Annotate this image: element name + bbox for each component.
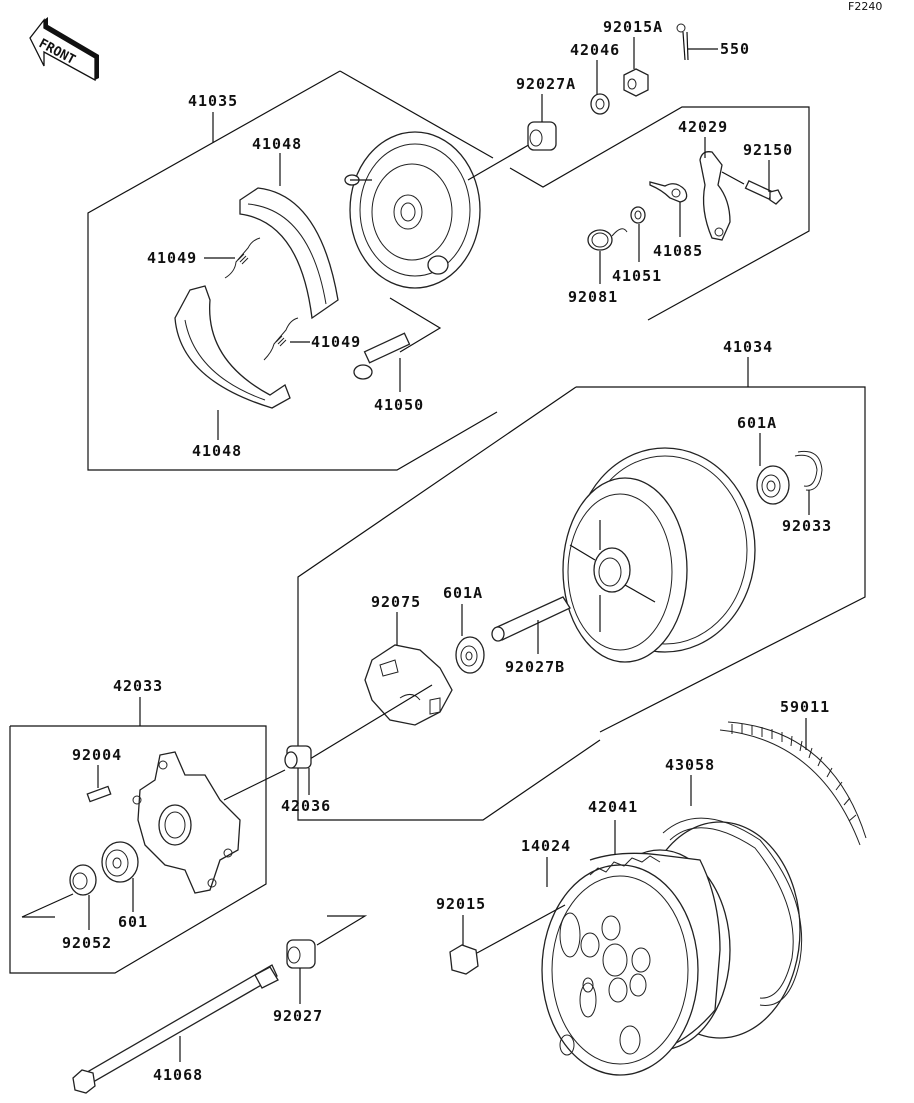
group-outline-42033	[9, 697, 267, 974]
label-601: 601	[118, 913, 148, 931]
label-41049-upper: 41049	[147, 249, 197, 267]
label-41085: 41085	[653, 242, 703, 260]
label-43058: 43058	[665, 756, 715, 774]
collar-92027	[286, 915, 368, 1004]
pulley-14024	[541, 821, 801, 1076]
label-42046: 42046	[570, 41, 620, 59]
spring-lower	[263, 317, 299, 361]
label-41048-lower: 41048	[192, 442, 242, 460]
brake-shoe-lower	[174, 285, 291, 409]
stud-92004	[86, 765, 112, 803]
label-41050: 41050	[374, 396, 424, 414]
label-550: 550	[720, 40, 750, 58]
label-41068: 41068	[153, 1066, 203, 1084]
spring-upper	[224, 237, 261, 279]
return-spring-92081	[587, 228, 628, 284]
label-601A-mid: 601A	[443, 584, 483, 602]
label-42041: 42041	[588, 798, 638, 816]
wheel-drum	[562, 447, 756, 663]
nut-92015	[449, 904, 566, 975]
collar-92027A	[467, 94, 557, 181]
label-42036: 42036	[281, 797, 331, 815]
label-601A-top: 601A	[737, 414, 777, 432]
label-92052: 92052	[62, 934, 112, 952]
washer-42046	[590, 60, 610, 115]
seal-92052	[69, 864, 97, 930]
bearing-601	[101, 841, 139, 912]
label-92004: 92004	[72, 746, 122, 764]
sprocket-42041	[589, 820, 661, 876]
brake-panel	[344, 131, 481, 289]
label-92027: 92027	[273, 1007, 323, 1025]
circlip-92033	[794, 450, 823, 515]
label-41051: 41051	[612, 267, 662, 285]
label-41049-lower: 41049	[311, 333, 361, 351]
label-42029: 42029	[678, 118, 728, 136]
label-92015A: 92015A	[603, 18, 663, 36]
bearing-601A-mid	[299, 604, 485, 766]
nut-92015A	[623, 37, 649, 97]
damper-92075	[364, 612, 453, 726]
label-92015: 92015	[436, 895, 486, 913]
sprocket-hub	[132, 751, 241, 894]
label-92150: 92150	[743, 141, 793, 159]
figure-code: F2240	[848, 0, 882, 13]
group-outline-41034	[297, 357, 866, 821]
collar-92027B	[491, 596, 571, 654]
plate-43058	[662, 775, 803, 1006]
drive-belt-59011	[719, 718, 867, 846]
collar-42036	[223, 745, 312, 801]
label-92081: 92081	[568, 288, 618, 306]
brake-cam	[353, 297, 442, 392]
label-92075: 92075	[371, 593, 421, 611]
indicator-41085	[649, 181, 688, 237]
label-59011: 59011	[780, 698, 830, 716]
group-outline-41035	[87, 70, 810, 471]
label-41048-upper: 41048	[252, 135, 302, 153]
label-92033: 92033	[782, 517, 832, 535]
label-41035: 41035	[188, 92, 238, 110]
brake-shoe-upper	[239, 187, 339, 320]
brake-lever-42029	[699, 137, 731, 241]
axle-41068	[72, 964, 279, 1094]
label-14024: 14024	[521, 837, 571, 855]
label-42033: 42033	[113, 677, 163, 695]
cotter-pin-550	[676, 23, 718, 61]
label-41034: 41034	[723, 338, 773, 356]
bearing-601A-top	[756, 433, 790, 505]
front-arrow-icon: FRONT	[29, 17, 99, 82]
bolt-92150	[721, 160, 783, 205]
label-92027A: 92027A	[516, 75, 576, 93]
label-92027B: 92027B	[505, 658, 565, 676]
seal-41051	[630, 206, 646, 262]
